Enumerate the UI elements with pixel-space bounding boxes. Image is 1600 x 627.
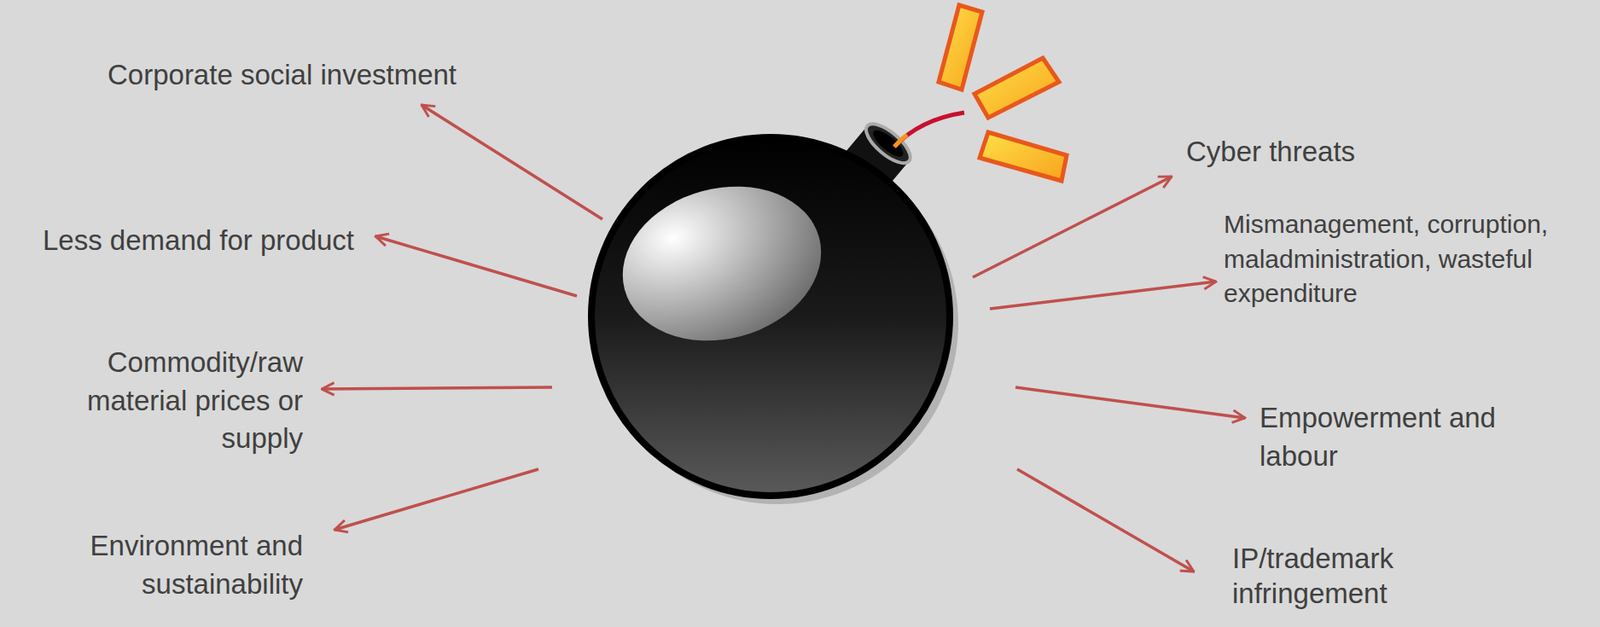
risk-label: Environment and sustainability (29, 527, 303, 604)
risk-label: Corporate social investment (107, 56, 552, 95)
risk-label: Less demand for product (8, 221, 355, 261)
risk-label: Empowerment and labour (1259, 399, 1550, 476)
arrows (321, 104, 1246, 572)
risk-label: Commodity/raw material prices or supply (29, 343, 303, 459)
risk-label: Cyber threats (1186, 133, 1545, 172)
risk-label: IP/trademark infringement (1232, 541, 1523, 612)
risk-label: Mismanagement, corruption, maladministra… (1223, 207, 1595, 312)
